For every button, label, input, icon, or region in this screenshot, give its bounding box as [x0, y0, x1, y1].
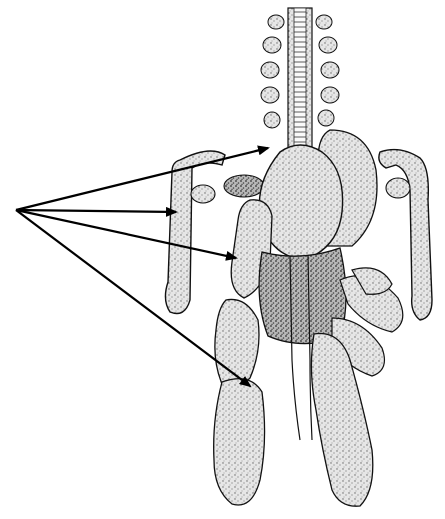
left-small-gland [191, 185, 215, 203]
left-hook-structure [165, 151, 225, 314]
right-small-gland [386, 178, 410, 198]
left-lower-organ [215, 299, 259, 386]
left-bottom-lobe [214, 379, 265, 505]
pointer-arrow-2 [16, 210, 176, 212]
left-upper-organ [224, 175, 264, 197]
spinal-column [288, 8, 312, 168]
central-mass [259, 145, 342, 260]
